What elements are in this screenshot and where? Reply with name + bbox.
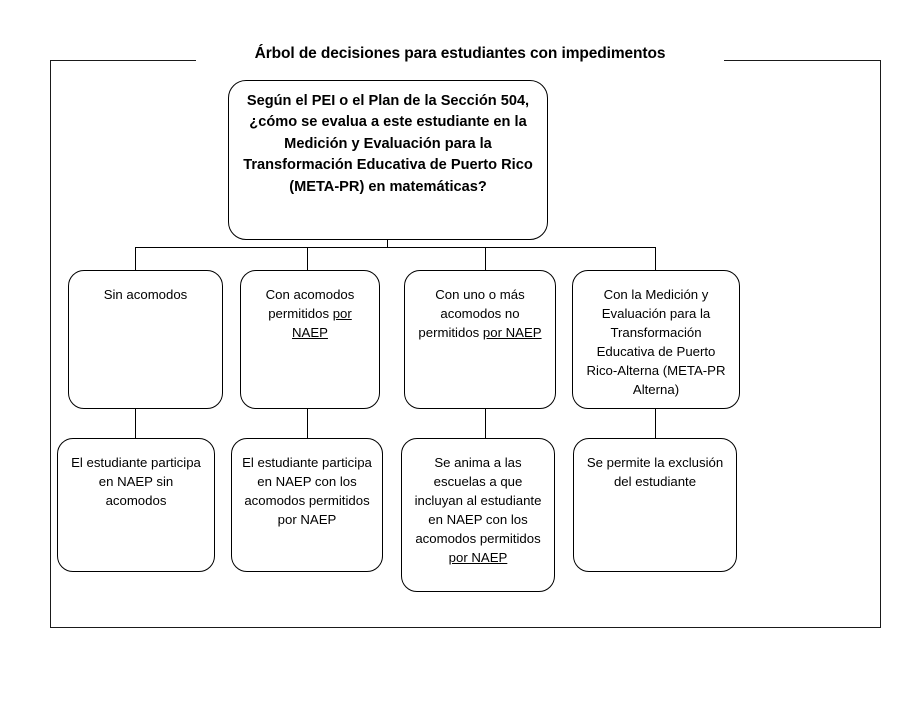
connector-branch-4-to-outcome-4 [655, 409, 657, 438]
frame-bottom-border [50, 627, 881, 628]
branch-node-2-underlined: por NAEP [292, 306, 352, 340]
outcome-node-2-text: El estudiante participa en NAEP con los … [242, 453, 372, 529]
frame-right-border [880, 60, 881, 628]
branch-node-4-text: Con la Medición y Evaluación para la Tra… [583, 285, 729, 399]
branch-node-meta-pr-alterna: Con la Medición y Evaluación para la Tra… [572, 270, 740, 409]
branch-node-3-text: Con uno o más acomodos no permitidos por… [415, 285, 545, 342]
branch-node-2-text: Con acomodos permitidos por NAEP [251, 285, 369, 342]
outcome-node-1-text: El estudiante participa en NAEP sin acom… [68, 453, 204, 510]
connector-branch-bus [135, 247, 656, 249]
connector-bus-to-branch-1 [135, 247, 137, 270]
frame-top-left-segment [50, 60, 196, 61]
frame-top-right-segment [724, 60, 881, 61]
branch-node-3-main: Con uno o más acomodos no permitidos [418, 287, 525, 340]
outcome-node-3-main: Se anima a las escuelas a que incluyan a… [414, 455, 542, 546]
branch-node-con-acomodos-permitidos: Con acomodos permitidos por NAEP [240, 270, 380, 409]
outcome-node-participa-sin-acomodos: El estudiante participa en NAEP sin acom… [57, 438, 215, 572]
connector-branch-2-to-outcome-2 [307, 409, 309, 438]
branch-node-2-main: Con acomodos permitidos [265, 287, 355, 321]
branch-node-4-main: Con la Medición y Evaluación para la Tra… [586, 287, 726, 397]
branch-node-3-underlined: por NAEP [482, 325, 542, 340]
outcome-node-2-main: El estudiante participa en NAEP con los … [242, 455, 372, 527]
branch-node-sin-acomodos: Sin acomodos [68, 270, 223, 409]
connector-bus-to-branch-3 [485, 247, 487, 270]
branch-node-acomodos-no-permitidos: Con uno o más acomodos no permitidos por… [404, 270, 556, 409]
root-question-node: Según el PEI o el Plan de la Sección 504… [228, 80, 548, 240]
outcome-node-3-text: Se anima a las escuelas a que incluyan a… [412, 453, 544, 567]
connector-branch-1-to-outcome-1 [135, 409, 137, 438]
connector-root-stem [387, 239, 389, 248]
frame-left-border [50, 60, 51, 628]
outcome-node-exclusion: Se permite la exclusión del estudiante [573, 438, 737, 572]
branch-node-1-main: Sin acomodos [103, 287, 188, 302]
outcome-node-se-anima-escuelas: Se anima a las escuelas a que incluyan a… [401, 438, 555, 592]
outcome-node-participa-con-acomodos: El estudiante participa en NAEP con los … [231, 438, 383, 572]
connector-bus-to-branch-2 [307, 247, 309, 270]
root-question-text: Según el PEI o el Plan de la Sección 504… [243, 93, 533, 195]
connector-bus-to-branch-4 [655, 247, 657, 270]
outcome-node-4-main: Se permite la exclusión del estudiante [586, 455, 724, 489]
branch-node-1-text: Sin acomodos [79, 285, 212, 304]
outcome-node-4-text: Se permite la exclusión del estudiante [584, 453, 726, 491]
outcome-node-3-underlined: por NAEP [448, 550, 508, 565]
outcome-node-1-main: El estudiante participa en NAEP sin acom… [71, 455, 201, 508]
diagram-title: Árbol de decisiones para estudiantes con… [254, 45, 666, 62]
connector-branch-3-to-outcome-3 [485, 409, 487, 438]
